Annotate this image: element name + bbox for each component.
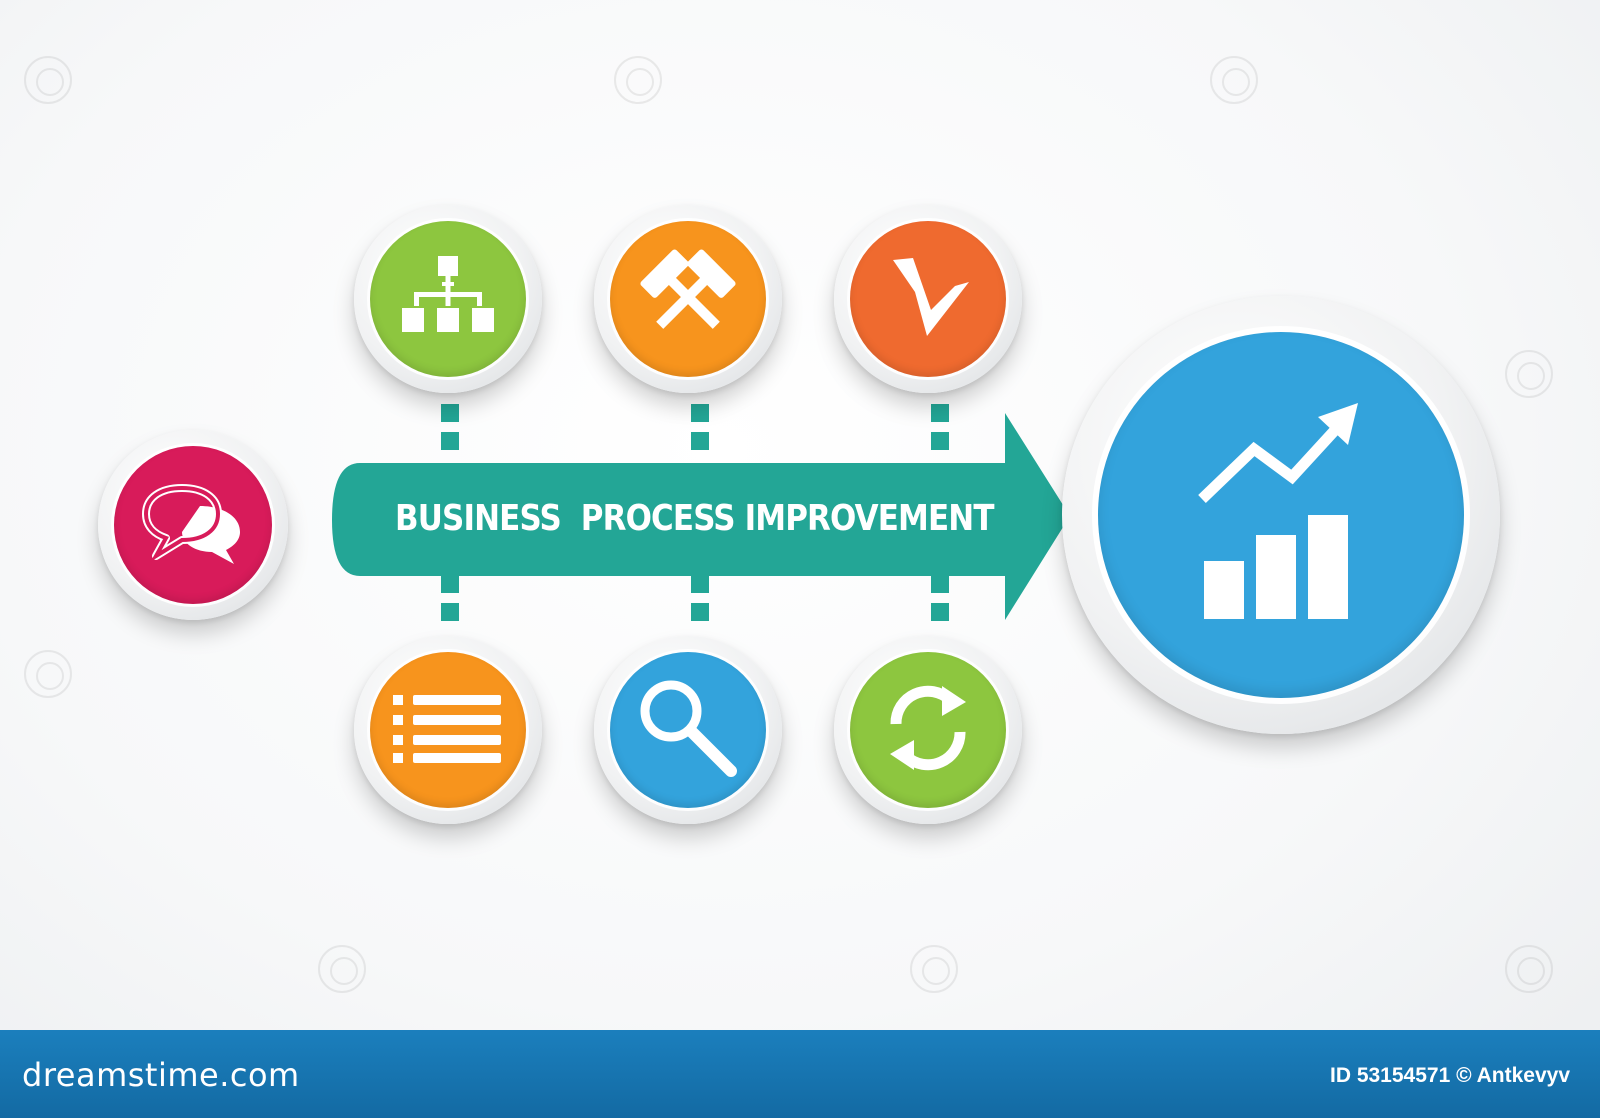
chat-node xyxy=(98,430,288,620)
connector-bottom-2 xyxy=(691,575,709,631)
watermark-swirl xyxy=(1505,945,1553,993)
checkmark-icon xyxy=(883,252,973,347)
watermark-swirl xyxy=(1210,56,1258,104)
hierarchy-node xyxy=(354,205,542,393)
watermark-swirl xyxy=(318,945,366,993)
connector-top-1 xyxy=(441,404,459,460)
connector-bottom-1 xyxy=(441,575,459,631)
watermark-swirl xyxy=(24,56,72,104)
diagram-canvas: BUSINESS PROCESS IMPROVEMENT xyxy=(24,56,1553,993)
list-icon xyxy=(393,693,503,768)
refresh-node xyxy=(834,636,1022,824)
connector-top-3 xyxy=(931,404,949,460)
watermark-swirl xyxy=(24,650,72,698)
check-node xyxy=(834,205,1022,393)
search-node xyxy=(594,636,782,824)
footer-brand: dreamstime.com xyxy=(22,1056,300,1094)
growth-chart-icon xyxy=(1196,402,1366,628)
org-chart-icon xyxy=(398,255,498,343)
footer-credit: ID 53154571 © Antkevyv xyxy=(1329,1064,1570,1087)
growth-node xyxy=(1062,296,1500,734)
magnifier-icon xyxy=(633,673,743,788)
watermark-swirl xyxy=(910,945,958,993)
connector-top-2 xyxy=(691,404,709,460)
footer-bar: dreamstime.com ID 53154571 © Antkevyv xyxy=(0,1030,1600,1118)
watermark-swirl xyxy=(614,56,662,104)
process-arrow xyxy=(332,413,1070,620)
connector-bottom-3 xyxy=(931,575,949,631)
diagram-title: BUSINESS PROCESS IMPROVEMENT xyxy=(395,498,994,539)
list-node xyxy=(354,636,542,824)
crossed-hammers-icon xyxy=(633,248,743,350)
watermark-swirl xyxy=(1505,350,1553,398)
refresh-icon xyxy=(880,680,976,781)
speech-bubbles-icon xyxy=(138,478,248,573)
tools-node xyxy=(594,205,782,393)
